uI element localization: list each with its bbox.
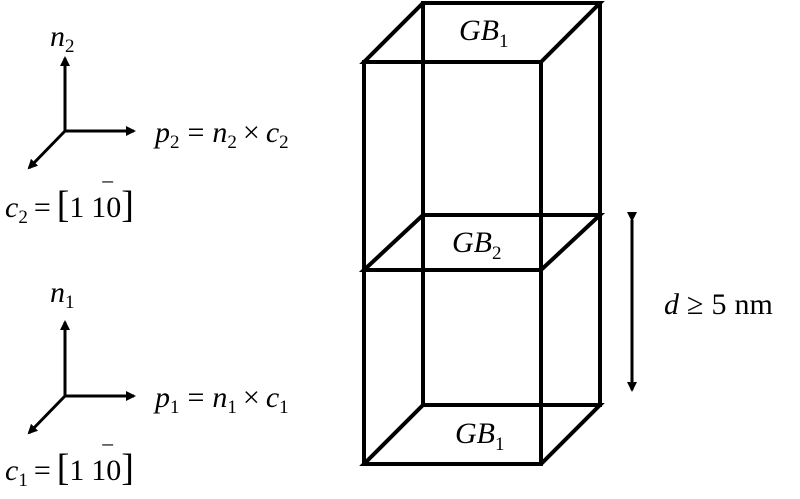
top-boundary-label: GB1 [459, 14, 509, 52]
bottom-boundary-label: GB1 [455, 417, 505, 455]
middle-boundary-label: GB2 [452, 226, 502, 264]
n2-label: n2 [50, 20, 75, 57]
p1-definition: p1=n1×c1 [153, 381, 289, 418]
c2-axis-arrow [27, 129, 67, 170]
middle-grain-boundary-plane [358, 213, 606, 272]
n1-label: n1 [50, 276, 75, 313]
bottom-grain-boundary-plane [359, 403, 605, 466]
top-grain-boundary-plane [359, 1, 605, 64]
p2-definition: p2=n2×c2 [153, 116, 289, 153]
bicrystal-box: GB1 GB2 GB1 [358, 1, 606, 466]
c1-overbar: ‾ [102, 443, 114, 474]
c2-overbar: ‾ [102, 180, 114, 211]
c1-axis-arrow [27, 394, 67, 435]
